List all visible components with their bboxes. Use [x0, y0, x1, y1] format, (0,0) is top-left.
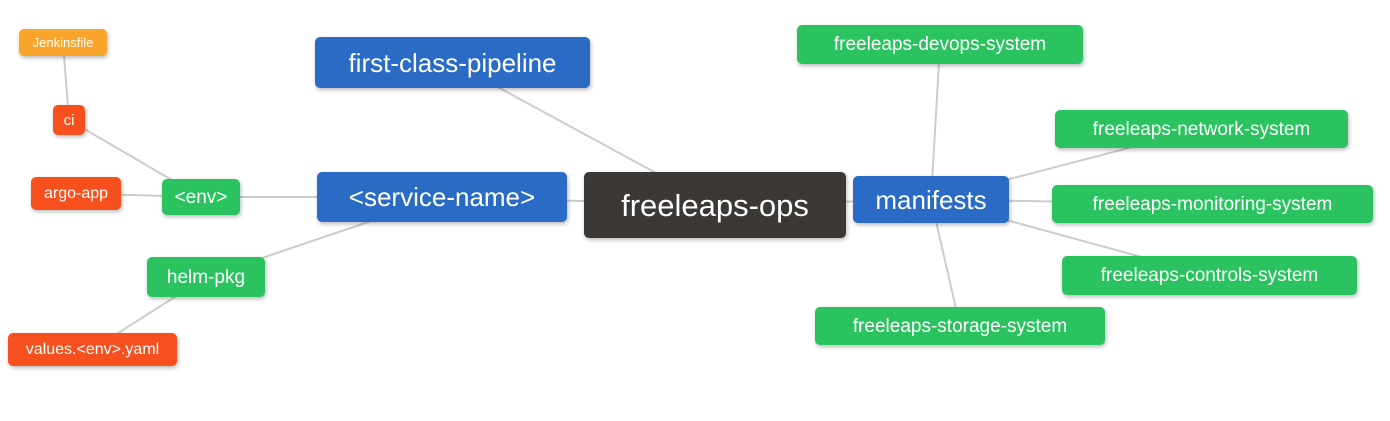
node-env[interactable]: <env>: [162, 179, 240, 215]
node-freeleaps-ops-root[interactable]: freeleaps-ops: [584, 172, 846, 238]
node-ci[interactable]: ci: [53, 105, 85, 135]
node-freeleaps-devops-system[interactable]: freeleaps-devops-system: [797, 25, 1083, 64]
node-helm-pkg[interactable]: helm-pkg: [147, 257, 265, 297]
node-service-name[interactable]: <service-name>: [317, 172, 567, 222]
node-values-env-yaml[interactable]: values.<env>.yaml: [8, 333, 177, 366]
node-freeleaps-monitoring-system[interactable]: freeleaps-monitoring-system: [1052, 185, 1373, 223]
node-freeleaps-network-system[interactable]: freeleaps-network-system: [1055, 110, 1348, 148]
node-jenkinsfile[interactable]: Jenkinsfile: [19, 29, 107, 56]
node-first-class-pipeline[interactable]: first-class-pipeline: [315, 37, 590, 88]
node-manifests[interactable]: manifests: [853, 176, 1009, 223]
node-freeleaps-storage-system[interactable]: freeleaps-storage-system: [815, 307, 1105, 345]
node-freeleaps-controls-system[interactable]: freeleaps-controls-system: [1062, 256, 1357, 295]
node-argo-app[interactable]: argo-app: [31, 177, 121, 210]
